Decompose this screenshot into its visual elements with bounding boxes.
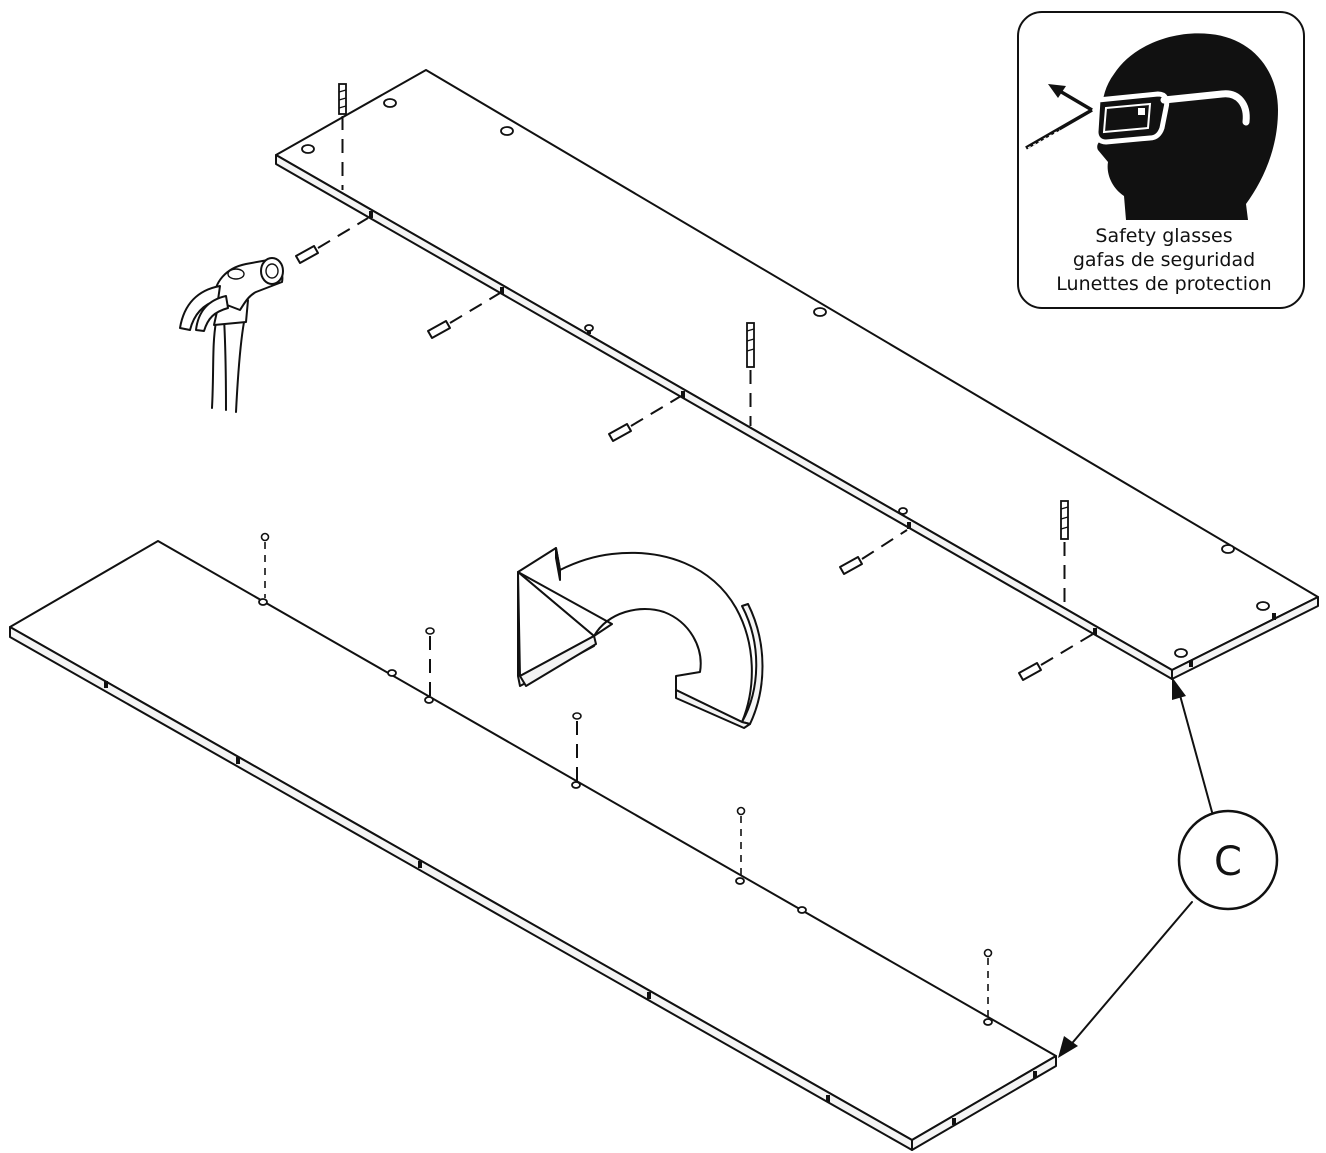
screw [572, 712, 582, 781]
edge-hole [1033, 1071, 1037, 1078]
safety-text-en: Safety glasses [1095, 225, 1232, 247]
edge-hole [1093, 628, 1097, 635]
dowel [427, 292, 501, 339]
dowel [295, 217, 369, 264]
edge-hole [647, 992, 651, 999]
upper-screws [338, 83, 1069, 608]
panel-holes [301, 98, 1270, 658]
screw [1060, 500, 1069, 608]
screw [338, 83, 347, 190]
lower-panel-c [9, 540, 1057, 1151]
arrowhead [1172, 677, 1186, 700]
safety-glasses-panel: Safety glasses gafas de seguridad Lunett… [1017, 11, 1305, 309]
dowel [1018, 633, 1094, 681]
hammer-icon [179, 257, 284, 413]
panel-holes [258, 598, 993, 1026]
upper-dowels [295, 217, 1094, 681]
dowel [839, 529, 908, 575]
lower-pins [260, 532, 993, 1018]
edge-hole [681, 391, 685, 398]
edge-hole [1272, 613, 1276, 620]
safety-text-es: gafas de seguridad [1073, 249, 1255, 271]
callout-c: C [1058, 677, 1279, 1058]
edge-hole [500, 287, 504, 294]
callout-circle [1177, 809, 1279, 911]
screw [425, 627, 435, 696]
callout-label: C [1214, 839, 1242, 885]
dowel [608, 395, 682, 442]
edge-hole [826, 1095, 830, 1102]
arrowhead [1058, 1036, 1078, 1058]
upper-panel-c [275, 69, 1319, 680]
rotate-arrow-icon [517, 547, 764, 729]
edge-hole [369, 211, 373, 218]
edge-hole [1189, 660, 1193, 667]
edge-hole [236, 757, 240, 764]
pin [736, 806, 746, 877]
edge-hole [907, 522, 911, 529]
safety-glasses-icon [1025, 33, 1278, 220]
screw [746, 322, 755, 426]
edge-hole [104, 681, 108, 688]
edge-hole [952, 1118, 956, 1125]
edge-hole [418, 861, 422, 868]
pin [983, 948, 993, 1018]
safety-text-fr: Lunettes de protection [1056, 273, 1271, 295]
pin [260, 532, 270, 598]
